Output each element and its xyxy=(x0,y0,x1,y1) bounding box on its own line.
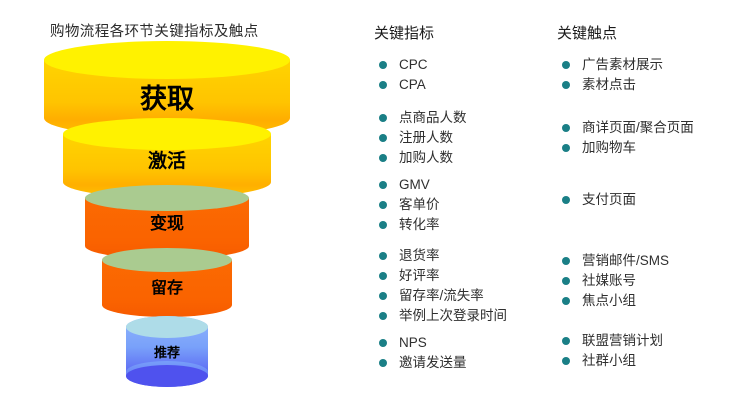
list-item-label: 素材点击 xyxy=(582,77,636,92)
bullet-dot-icon xyxy=(379,61,387,69)
bullet-dot-icon xyxy=(562,144,570,152)
page-title: 购物流程各环节关键指标及触点 xyxy=(50,24,259,40)
list-item[interactable]: 营销邮件/SMS xyxy=(557,251,744,271)
bullet-dot-icon xyxy=(379,81,387,89)
bullet-dot-icon xyxy=(379,312,387,320)
list-item-label: 社群小组 xyxy=(582,353,636,368)
bullet-dot-icon xyxy=(379,252,387,260)
list-item-label: GMV xyxy=(399,177,430,192)
bullet-group: CPC CPA xyxy=(374,55,554,95)
list-item-label: 邀请发送量 xyxy=(399,355,467,370)
funnel-stage-3[interactable] xyxy=(85,185,249,259)
bullet-dot-icon xyxy=(379,272,387,280)
bullet-dot-icon xyxy=(562,337,570,345)
bullet-dot-icon xyxy=(562,297,570,305)
key-touchpoints-header: 关键触点 xyxy=(557,25,618,42)
bullet-group: GMV 客单价转化率 xyxy=(374,175,554,235)
bullet-group: 退货率好评率留存率/流失率举例上次登录时间 xyxy=(374,246,554,326)
list-item-label: 举例上次登录时间 xyxy=(399,308,507,323)
list-item[interactable]: 转化率 xyxy=(374,215,554,235)
list-item-label: CPC xyxy=(399,57,428,72)
list-item-label: 社媒账号 xyxy=(582,273,636,288)
funnel-svg xyxy=(44,41,290,387)
list-item[interactable]: 注册人数 xyxy=(374,128,554,148)
bullet-dot-icon xyxy=(379,114,387,122)
bullet-group: 商详页面/聚合页面加购物车 xyxy=(557,118,744,158)
bullet-dot-icon xyxy=(562,277,570,285)
bullet-dot-icon xyxy=(379,201,387,209)
list-item-label: 留存率/流失率 xyxy=(399,288,484,303)
list-item-label: 焦点小组 xyxy=(582,293,636,308)
list-item-label: 退货率 xyxy=(399,248,440,263)
list-item[interactable]: 加购物车 xyxy=(557,138,744,158)
list-item[interactable]: 客单价 xyxy=(374,195,554,215)
bullet-dot-icon xyxy=(379,154,387,162)
list-item[interactable]: 退货率 xyxy=(374,246,554,266)
list-item-label: 广告素材展示 xyxy=(582,57,663,72)
list-item-label: CPA xyxy=(399,77,426,92)
funnel-stage-2[interactable] xyxy=(63,118,271,198)
list-item[interactable]: 留存率/流失率 xyxy=(374,286,554,306)
list-item[interactable]: CPA xyxy=(374,75,554,95)
bullet-group: 广告素材展示素材点击 xyxy=(557,55,744,95)
bullet-dot-icon xyxy=(562,357,570,365)
bullet-dot-icon xyxy=(562,61,570,69)
bullet-group: 支付页面 xyxy=(557,190,744,210)
list-item-label: 注册人数 xyxy=(399,130,453,145)
list-item-label: 转化率 xyxy=(399,217,440,232)
list-item-label: 加购人数 xyxy=(399,150,453,165)
list-item-label: 营销邮件/SMS xyxy=(582,253,670,268)
list-item-label: 客单价 xyxy=(399,197,440,212)
bullet-group: 营销邮件/SMS 社媒账号焦点小组 xyxy=(557,251,744,311)
bullet-dot-icon xyxy=(379,221,387,229)
list-item-label: 商详页面/聚合页面 xyxy=(582,120,694,135)
bullet-dot-icon xyxy=(562,81,570,89)
funnel-diagram: 获取 激活 变现 留存 推荐 xyxy=(0,0,360,405)
list-item[interactable]: 联盟营销计划 xyxy=(557,331,744,351)
list-item-label: 支付页面 xyxy=(582,192,636,207)
bullet-dot-icon xyxy=(379,359,387,367)
funnel-stage-4[interactable] xyxy=(102,248,232,317)
list-item[interactable]: 商详页面/聚合页面 xyxy=(557,118,744,138)
list-item[interactable]: GMV xyxy=(374,175,554,195)
list-item-label: 点商品人数 xyxy=(399,110,467,125)
list-item[interactable]: CPC xyxy=(374,55,554,75)
list-item-label: 好评率 xyxy=(399,268,440,283)
list-item[interactable]: 素材点击 xyxy=(557,75,744,95)
bullet-dot-icon xyxy=(379,339,387,347)
funnel-stage-5[interactable] xyxy=(126,316,208,387)
list-item[interactable]: 点商品人数 xyxy=(374,108,554,128)
bullet-dot-icon xyxy=(562,124,570,132)
bullet-dot-icon xyxy=(379,292,387,300)
bullet-dot-icon xyxy=(379,181,387,189)
bullet-group: 点商品人数注册人数加购人数 xyxy=(374,108,554,168)
bullet-group: 联盟营销计划社群小组 xyxy=(557,331,744,371)
list-item[interactable]: 焦点小组 xyxy=(557,291,744,311)
bullet-dot-icon xyxy=(562,257,570,265)
key-metrics-header: 关键指标 xyxy=(374,25,435,42)
list-item[interactable]: 社群小组 xyxy=(557,351,744,371)
list-item-label: NPS xyxy=(399,335,427,350)
funnel-stage-1[interactable] xyxy=(44,41,290,137)
list-item[interactable]: NPS xyxy=(374,333,554,353)
list-item[interactable]: 好评率 xyxy=(374,266,554,286)
list-item[interactable]: 加购人数 xyxy=(374,148,554,168)
list-item-label: 加购物车 xyxy=(582,140,636,155)
list-item[interactable]: 支付页面 xyxy=(557,190,744,210)
bullet-dot-icon xyxy=(379,134,387,142)
list-item-label: 联盟营销计划 xyxy=(582,333,663,348)
list-item[interactable]: 邀请发送量 xyxy=(374,353,554,373)
bullet-dot-icon xyxy=(562,196,570,204)
list-item[interactable]: 社媒账号 xyxy=(557,271,744,291)
list-item[interactable]: 举例上次登录时间 xyxy=(374,306,554,326)
bullet-group: NPS 邀请发送量 xyxy=(374,333,554,373)
list-item[interactable]: 广告素材展示 xyxy=(557,55,744,75)
